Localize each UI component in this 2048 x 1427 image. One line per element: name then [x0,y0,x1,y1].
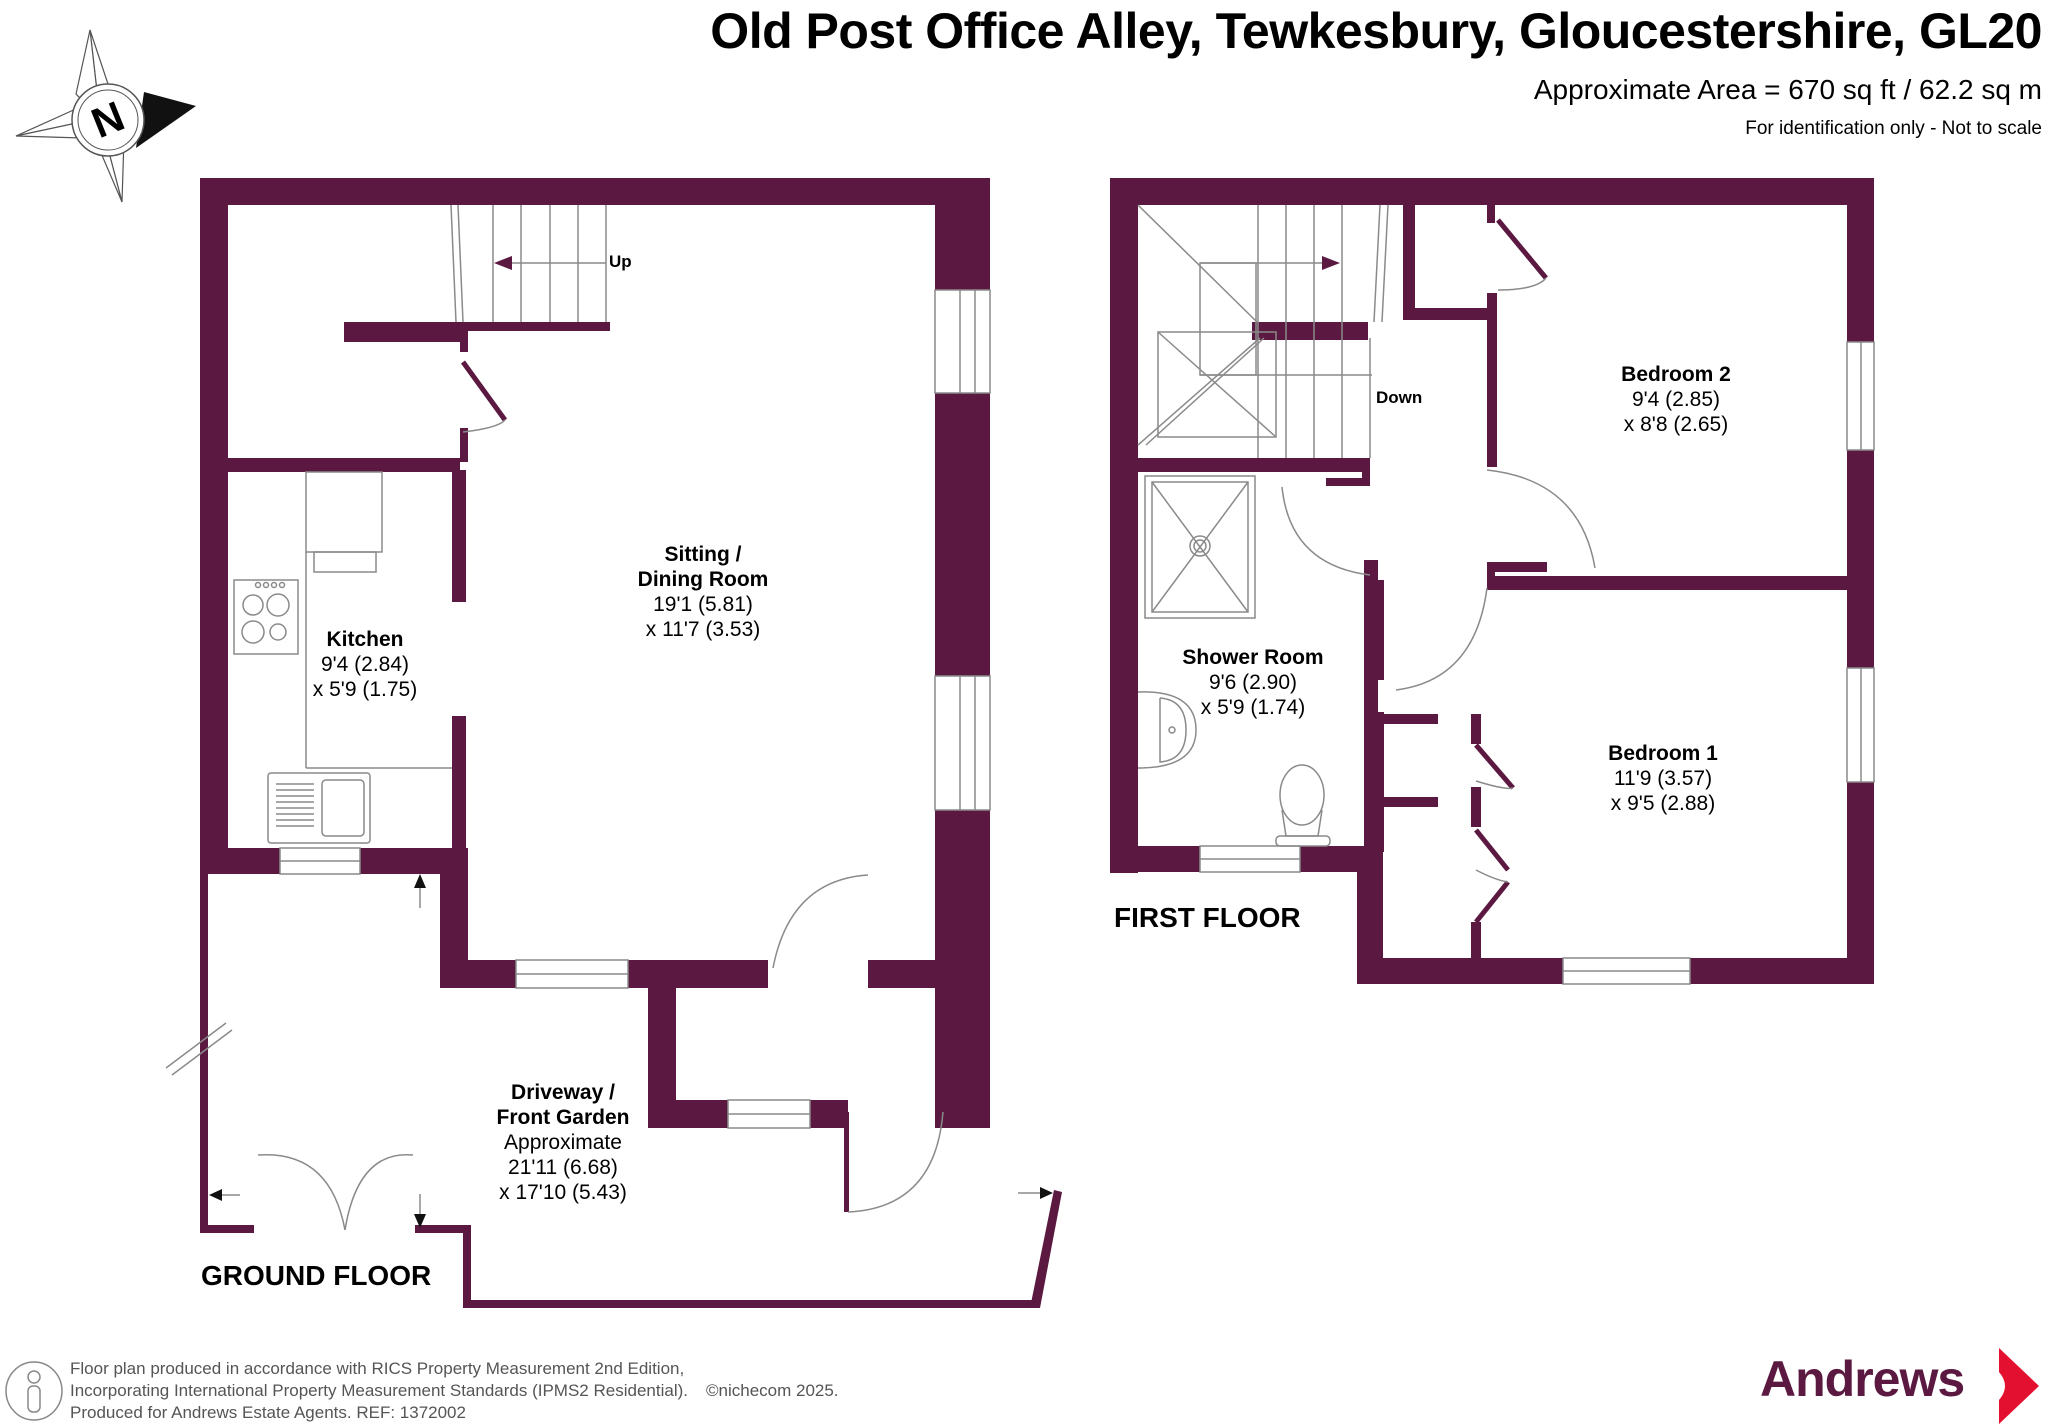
room-label-sitting-dining: Sitting / Dining Room 19'1 (5.81) x 11'7… [637,543,769,641]
andrews-logo-text: Andrews [1760,1351,1965,1407]
stairs-down-label: Down [1376,388,1423,407]
footer-disclaimer: Floor plan produced in accordance with R… [70,1359,839,1422]
room-label-kitchen: Kitchen 9'4 (2.84) x 5'9 (1.75) [312,628,418,701]
room-label-bedroom-1: Bedroom 1 11'9 (3.57) x 9'5 (2.88) [1608,742,1718,815]
compass-north-icon: N [15,29,196,203]
room-label-shower-room: Shower Room 9'6 (2.90) x 5'9 (1.74) [1182,646,1324,719]
room-label-driveway-front-garden: Driveway / Front Garden Approximate 21'1… [496,1081,630,1204]
property-address-title: Old Post Office Alley, Tewkesbury, Glouc… [710,3,2042,59]
copyright-notice: ©nichecom 2025. [705,1381,839,1400]
identification-note: For identification only - Not to scale [1745,118,2042,139]
approximate-area: Approximate Area = 670 sq ft / 62.2 sq m [1533,74,2042,105]
rics-person-icon [5,1361,63,1421]
first-floor-label: FIRST FLOOR [1114,902,1301,933]
room-label-bedroom-2: Bedroom 2 9'4 (2.85) x 8'8 (2.65) [1621,363,1731,436]
stairs-up-label: Up [609,252,632,271]
ground-floor-label: GROUND FLOOR [201,1260,432,1291]
andrews-chevron-icon [1999,1348,2039,1424]
